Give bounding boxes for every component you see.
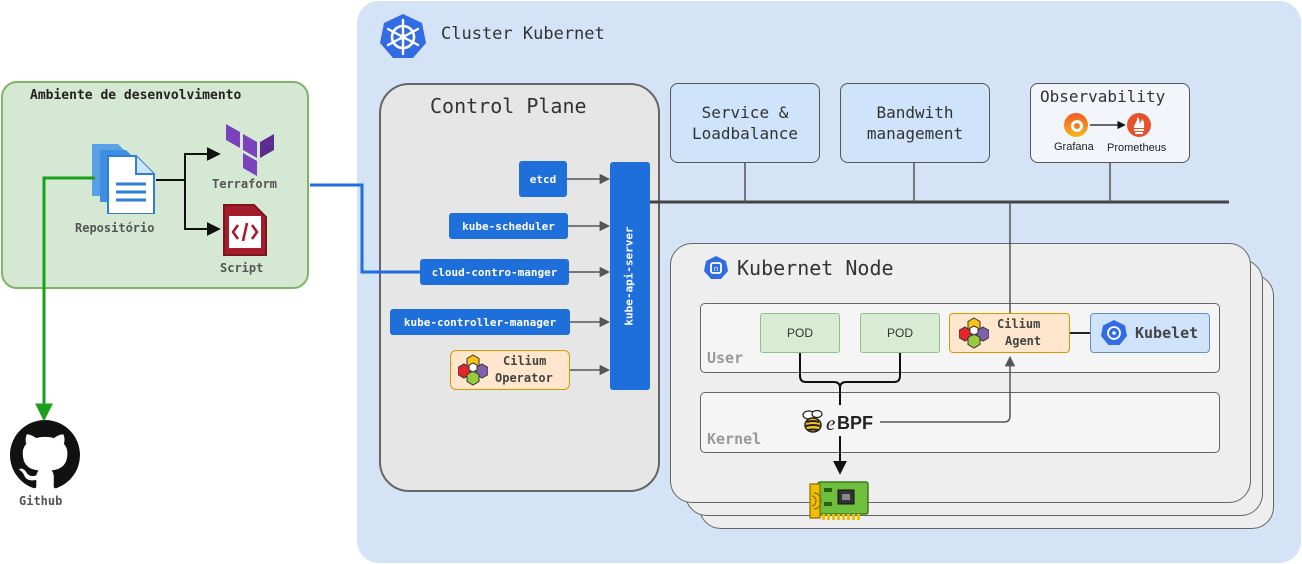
kubernet-node-panel	[670, 243, 1251, 503]
cilium-operator-line2: Operator	[495, 371, 553, 385]
etcd-component[interactable]: etcd	[519, 161, 567, 197]
kube-controller-manager-component[interactable]: kube-controller-manager	[390, 309, 570, 335]
prometheus-icon	[1126, 112, 1152, 138]
kubelet-label: Kubelet	[1135, 324, 1199, 342]
node-title: Kubernet Node	[737, 256, 894, 280]
network-card-icon	[808, 478, 870, 522]
github-label: Github	[19, 494, 63, 508]
kubelet-icon	[1100, 319, 1128, 347]
ebpf-label: BPF	[837, 413, 873, 433]
kernel-layer-label: Kernel	[707, 430, 762, 448]
bandwidth-line2: management	[866, 124, 964, 143]
bandwidth-management-box[interactable]: Bandwith management	[840, 83, 990, 163]
control-plane-title: Control Plane	[430, 94, 587, 118]
user-layer-label: User	[707, 349, 744, 367]
kube-api-server-component[interactable]	[610, 162, 650, 390]
repository-icon[interactable]	[90, 144, 156, 215]
service-loadbalance-line1: Service &	[701, 103, 789, 122]
cilium-operator-line1: Cilium	[503, 354, 547, 368]
service-loadbalance-line2: Loadbalance	[692, 124, 798, 143]
prometheus-label: Prometheus	[1107, 142, 1167, 154]
script-label: Script	[220, 261, 264, 275]
cloud-controller-manager-component[interactable]: cloud-contro-manger	[420, 259, 569, 285]
pod-2[interactable]: POD	[860, 313, 940, 353]
kube-scheduler-component[interactable]: kube-scheduler	[449, 213, 568, 239]
terraform-icon[interactable]	[226, 124, 276, 176]
cilium-icon	[457, 354, 489, 386]
bandwidth-line1: Bandwith	[876, 103, 954, 122]
cilium-agent-line1: Cilium	[997, 317, 1041, 331]
pod-1[interactable]: POD	[760, 313, 840, 353]
observability-title: Observability	[1040, 87, 1166, 106]
cilium-agent-line2: Agent	[1005, 334, 1042, 348]
dev-environment-title: Ambiente de desenvolvimento	[30, 88, 242, 103]
grafana-icon	[1062, 111, 1090, 139]
observability-box[interactable]	[1030, 83, 1190, 163]
grafana-label: Grafana	[1054, 141, 1094, 153]
ebpf-bee-icon	[800, 408, 828, 436]
ebpf-prefix: e	[826, 411, 836, 435]
cilium-agent-icon	[958, 317, 990, 349]
cluster-title: Cluster Kubernet	[441, 24, 605, 44]
github-icon[interactable]	[10, 420, 80, 490]
svg-text:n: n	[714, 265, 718, 273]
script-icon[interactable]	[222, 203, 268, 257]
service-loadbalance-box[interactable]: Service & Loadbalance	[670, 83, 820, 163]
kubernetes-logo-icon	[378, 12, 428, 60]
terraform-label: Terraform	[212, 177, 278, 191]
node-icon: n	[703, 255, 729, 281]
repository-label: Repositório	[75, 221, 155, 235]
